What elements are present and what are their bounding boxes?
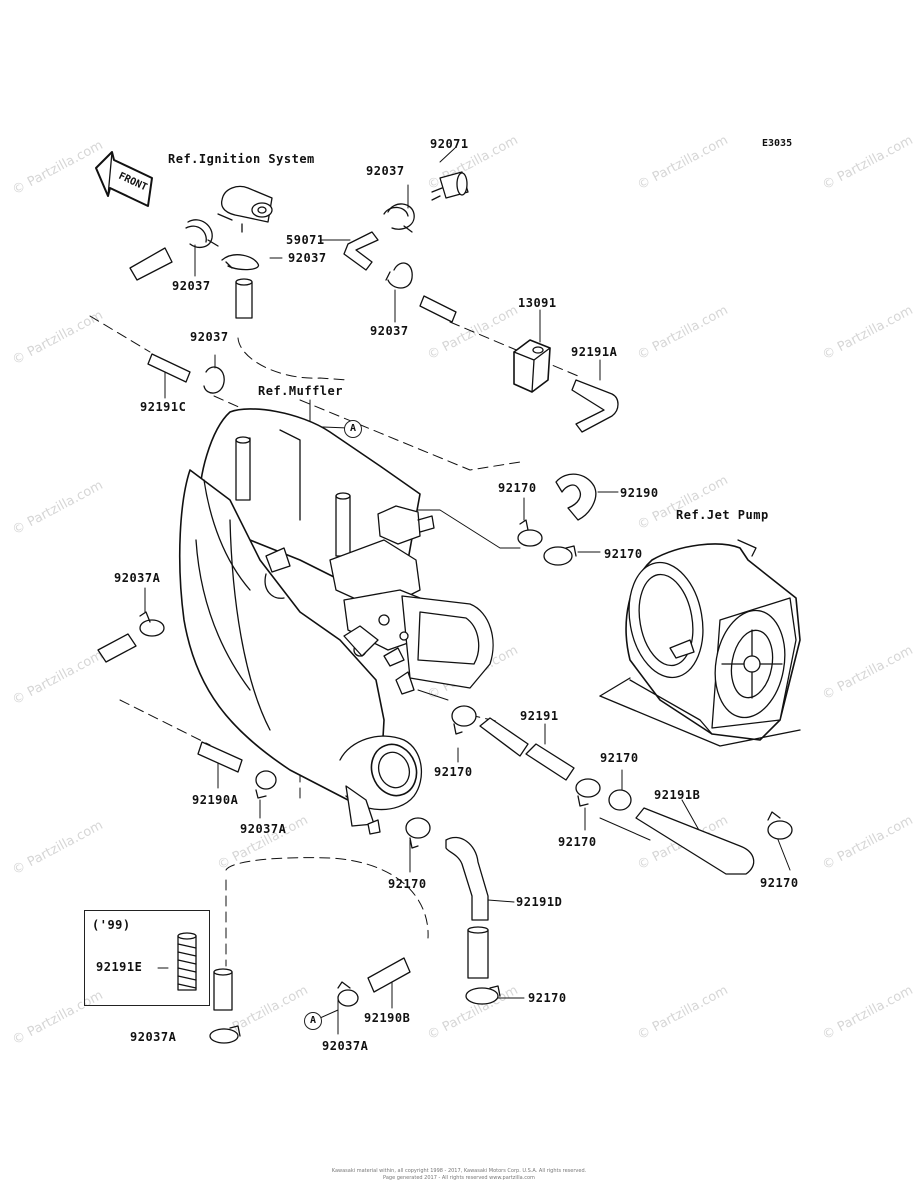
part-label-92037-top[interactable]: 92037 [366, 164, 405, 178]
hose-13091-left [419, 295, 457, 323]
hose-92191b [635, 807, 755, 875]
callout-a-upper: A [344, 420, 362, 438]
hose-92191a [571, 379, 619, 433]
part-label-92170-b[interactable]: 92170 [604, 547, 643, 561]
part-label-92037a-d[interactable]: 92037A [322, 1039, 369, 1053]
callout-a-lower: A [304, 1012, 322, 1030]
part-label-92170-f[interactable]: 92170 [760, 876, 799, 890]
part-label-92190a[interactable]: 92190A [192, 793, 239, 807]
clamp-92037-mid-left [221, 254, 260, 271]
hose-92191-b [525, 743, 575, 781]
clamp-92037a-c [209, 1025, 241, 1044]
ref-ignition-system[interactable]: Ref.Ignition System [168, 152, 315, 166]
part-label-92170-h[interactable]: 92170 [528, 991, 567, 1005]
part-label-92190b[interactable]: 92190B [364, 1011, 411, 1025]
part-label-92191e[interactable]: 92191E [96, 960, 143, 974]
clamp-92037-top-left [185, 219, 219, 249]
clamp-92170-a [517, 519, 543, 547]
clamp-92037a-b [255, 770, 277, 799]
clamp-92037-lower-right [385, 262, 413, 289]
inset-box-99 [84, 910, 210, 1006]
clamp-92170-h [465, 985, 501, 1005]
tube-59071 [343, 231, 379, 271]
part-label-92191b[interactable]: 92191B [654, 788, 701, 802]
hose-92190b-vertical [213, 968, 233, 1011]
part-label-92190[interactable]: 92190 [620, 486, 659, 500]
hose-92191-a [479, 717, 529, 757]
muffler-assembly [178, 408, 494, 835]
clamp-92170-e [608, 789, 632, 811]
part-label-92170-e[interactable]: 92170 [558, 835, 597, 849]
damper-13091 [513, 339, 551, 393]
inset-year-label: ('99) [92, 918, 131, 932]
clamp-92037a-a [139, 611, 165, 637]
diagram-code: E3035 [762, 138, 793, 149]
copyright-line-2: Page generated 2017 - All rights reserve… [383, 1175, 535, 1181]
hose-vertical-92191c [235, 278, 253, 319]
hose-92190b [367, 957, 411, 993]
hose-92191c-left [147, 353, 191, 383]
part-label-92037-left[interactable]: 92037 [172, 279, 211, 293]
part-label-92170-d[interactable]: 92170 [600, 751, 639, 765]
fitting-92071 [431, 171, 469, 201]
clamp-92037-low-left [203, 366, 225, 394]
part-label-92037a-a[interactable]: 92037A [114, 571, 161, 585]
hose-92190a-left [97, 633, 137, 663]
part-label-92037-low[interactable]: 92037 [190, 330, 229, 344]
part-label-92170-g[interactable]: 92170 [388, 877, 427, 891]
part-label-92191d[interactable]: 92191D [516, 895, 563, 909]
part-label-92037a-c[interactable]: 92037A [130, 1030, 177, 1044]
part-label-92191[interactable]: 92191 [520, 709, 559, 723]
part-label-92191c[interactable]: 92191C [140, 400, 187, 414]
ignition-elbow [217, 185, 273, 233]
front-arrow-icon: FRONT [95, 151, 153, 207]
clamp-92037a-d [337, 981, 359, 1007]
clamp-92170-g [405, 817, 431, 849]
spring-hose-92191e [177, 932, 197, 991]
part-label-92170-a[interactable]: 92170 [498, 481, 537, 495]
part-label-92037a-b[interactable]: 92037A [240, 822, 287, 836]
part-label-13091[interactable]: 13091 [518, 296, 557, 310]
clamp-92037-top-right [383, 203, 415, 233]
clamp-92170-f [767, 811, 793, 840]
copyright-line-1: Kawasaki material within, all copyright … [331, 1168, 587, 1174]
clamp-92170-d [575, 778, 601, 807]
hose-92191d [445, 836, 489, 979]
part-label-92071[interactable]: 92071 [430, 137, 469, 151]
part-label-92191a[interactable]: 92191A [571, 345, 618, 359]
hose-92190 [555, 473, 597, 521]
jet-pump [599, 539, 801, 747]
part-label-92037-mid[interactable]: 92037 [288, 251, 327, 265]
ref-muffler[interactable]: Ref.Muffler [258, 384, 343, 398]
clamp-92170-b [543, 545, 577, 566]
hose-92190a [197, 741, 243, 773]
part-label-59071[interactable]: 59071 [286, 233, 325, 247]
clamp-92170-c [451, 705, 477, 735]
ref-jet-pump[interactable]: Ref.Jet Pump [676, 508, 769, 522]
part-label-92037-right[interactable]: 92037 [370, 324, 409, 338]
part-label-92170-c[interactable]: 92170 [434, 765, 473, 779]
hose-92191c-top [129, 247, 173, 281]
